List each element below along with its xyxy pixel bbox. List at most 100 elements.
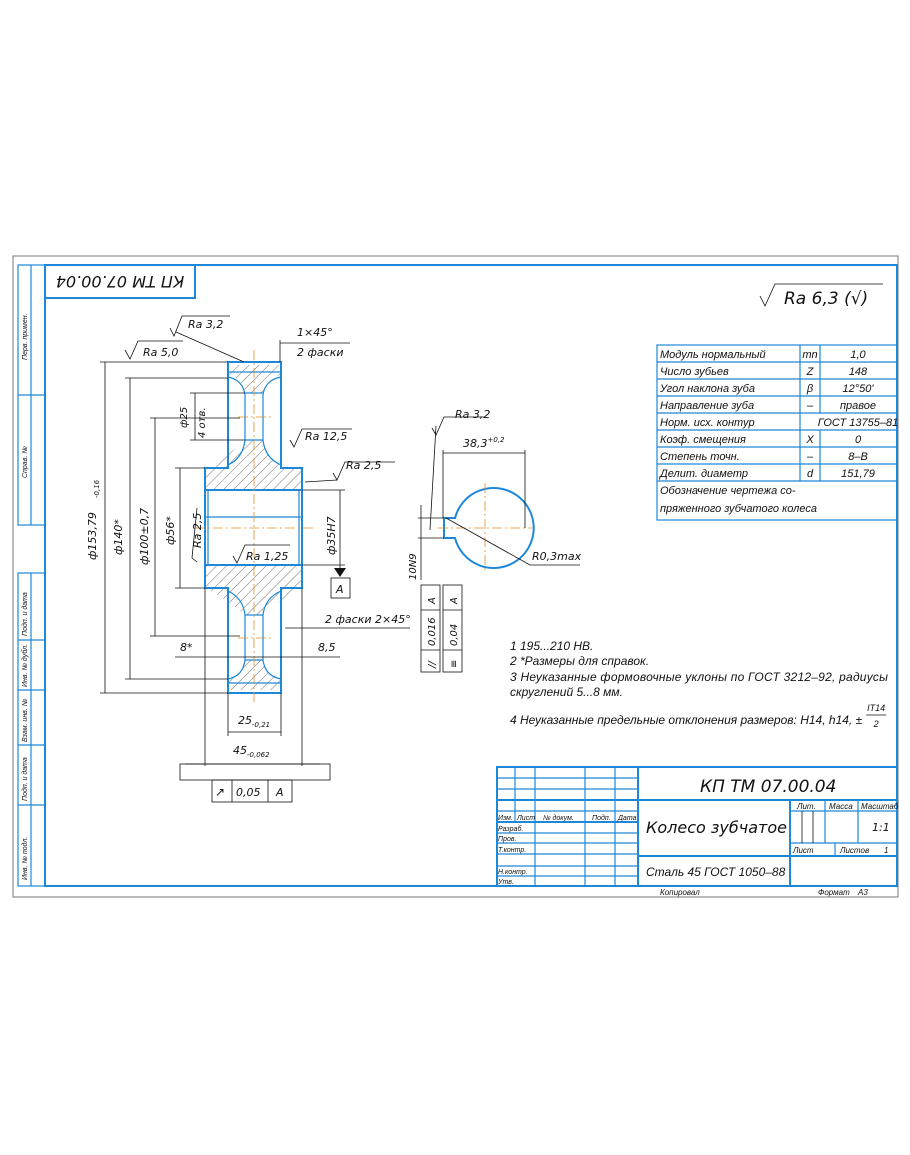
- parallel-icon: //: [427, 660, 438, 669]
- parallel-datum: A: [427, 597, 438, 605]
- param-name: Модуль нормальный: [660, 349, 766, 361]
- dim-100: ф100±0,7: [138, 508, 151, 565]
- chamfer-dim: 1×45°: [297, 326, 333, 339]
- chamfer-note: 2 фаски: [297, 346, 343, 359]
- strip-label: Подп. и дата: [21, 757, 29, 801]
- parallel-value: 0,016: [427, 617, 438, 646]
- datum-triangle-icon: [334, 568, 346, 577]
- note-2: 2 *Размеры для справок.: [509, 654, 649, 668]
- scale-value: 1:1: [872, 821, 890, 834]
- ra-hub-face: Ra 1,25: [246, 550, 288, 563]
- param-name: Обозначение чертежа со-: [660, 485, 796, 497]
- param-name: Число зубьев: [660, 366, 729, 378]
- param-value: 148: [849, 366, 868, 378]
- param-symbol: –: [806, 400, 814, 412]
- symmetry-frame: [442, 584, 463, 673]
- col-header: Изм.: [498, 815, 513, 822]
- datum-label: A: [335, 583, 344, 596]
- param-name: Норм. исх. контур: [660, 417, 755, 429]
- param-symbol: –: [806, 451, 814, 463]
- doc-code: КП ТМ 07.00.04: [700, 777, 836, 797]
- sheet-label: Лист: [792, 846, 814, 855]
- gear-section: [195, 350, 315, 705]
- part-name: Колесо зубчатое: [646, 818, 787, 837]
- note-4-numerator: IT14: [867, 703, 885, 713]
- base-bar: [179, 763, 331, 781]
- strip-label: Инв. № дубл.: [21, 644, 29, 687]
- param-symbol: Z: [806, 366, 815, 378]
- note-3: 3 Неуказанные формовочные уклоны по ГОСТ…: [510, 670, 888, 684]
- dim-outer-tol: -0,16: [93, 479, 101, 498]
- note-1: 1 195...210 НВ.: [510, 639, 593, 653]
- strip-label: Перв. примен.: [22, 313, 29, 360]
- param-value: 1,0: [850, 349, 866, 361]
- ra-bore: Ra 2,5: [191, 513, 204, 548]
- dim-56: ф56*: [164, 516, 177, 545]
- parallel-frame: [420, 584, 441, 673]
- ra-rim: Ra 3,2: [188, 318, 223, 331]
- dim-bore: ф35H7: [325, 516, 338, 555]
- material: Сталь 45 ГОСТ 1050–88: [646, 865, 786, 879]
- dim-8-5: 8,5: [318, 641, 336, 654]
- dim-holes-diameter: ф25: [179, 407, 190, 428]
- note-4-denominator: 2: [873, 719, 879, 729]
- dim-8: 8*: [180, 641, 193, 654]
- dim-holes-count: 4 отв.: [197, 407, 208, 438]
- role-label: Утв.: [497, 879, 514, 886]
- rotated-stamp: КП ТМ 07.00.04: [56, 272, 184, 291]
- param-value: 12°50': [843, 383, 875, 395]
- keyway-width: 10N9: [408, 553, 419, 580]
- title-block: КП ТМ 07.00.04 Колесо зубчатое Сталь 45 …: [496, 766, 899, 897]
- param-symbol: X: [805, 434, 814, 446]
- ra-outer: Ra 5,0: [143, 346, 178, 359]
- keyway-ra: Ra 3,2: [455, 408, 490, 421]
- param-name: Делит. диаметр: [658, 468, 748, 480]
- dim-hub-width: 45-0,062: [233, 744, 270, 759]
- keyway-section: 38,3+0,2 Ra 3,2 R0,3max 10N9 A 0,016 // …: [408, 408, 582, 673]
- dim-140: ф140*: [112, 519, 125, 555]
- strip-label: Взам. инв. №: [22, 698, 29, 742]
- param-name: Угол наклона зуба: [659, 383, 755, 395]
- format-value: А3: [857, 888, 868, 897]
- runout-frame: [211, 779, 293, 803]
- param-value: ГОСТ 13755–81: [818, 417, 898, 429]
- note-3-cont: скруглений 5...8 мм.: [510, 685, 623, 699]
- roughness-check-icon: [759, 283, 883, 307]
- keyway-radius: R0,3max: [532, 550, 582, 563]
- sheets-label: Листов: [839, 846, 869, 855]
- col-header: Лист: [516, 815, 535, 822]
- copied-label: Копировал: [660, 888, 700, 897]
- param-value: 0: [855, 434, 862, 446]
- runout-datum: A: [275, 786, 284, 799]
- runout-icon: ↗: [215, 785, 225, 799]
- general-roughness: Ra 6,3 (√): [784, 289, 868, 309]
- strip-label: Справ. №: [22, 446, 29, 478]
- ra-hub: Ra 2,5: [346, 459, 381, 472]
- role-label: Н.контр.: [498, 869, 528, 876]
- datum-box: [330, 577, 351, 599]
- technical-notes: 1 195...210 НВ. 2 *Размеры для справок. …: [509, 639, 888, 729]
- param-name: пряженного зубчатого колеса: [660, 503, 817, 515]
- symmetry-value: 0,04: [449, 624, 460, 646]
- hub-chamfer: 2 фаски 2×45°: [325, 613, 411, 626]
- role-label: Разраб.: [498, 825, 523, 833]
- mass-label: Масса: [829, 802, 853, 811]
- param-value: правое: [840, 400, 876, 412]
- col-header: Дата: [617, 815, 637, 822]
- strip-label: Инв. № подл.: [21, 837, 29, 880]
- sheets-count: 1: [884, 846, 888, 855]
- scale-label: Масштаб: [861, 802, 899, 811]
- dim-rim-width: 25-0,21: [238, 714, 270, 729]
- ra-web: Ra 12,5: [305, 430, 347, 443]
- param-name: Степень точн.: [660, 451, 740, 463]
- param-name: Коэф. смещения: [660, 434, 746, 446]
- param-value: 8–В: [848, 451, 868, 463]
- param-symbol: β: [806, 383, 814, 395]
- rotated-stamp-box: [44, 264, 196, 299]
- format-label: Формат: [818, 888, 850, 897]
- param-name: Направление зуба: [660, 400, 754, 412]
- role-label: Пров.: [498, 836, 517, 843]
- col-header: № докум.: [543, 814, 574, 822]
